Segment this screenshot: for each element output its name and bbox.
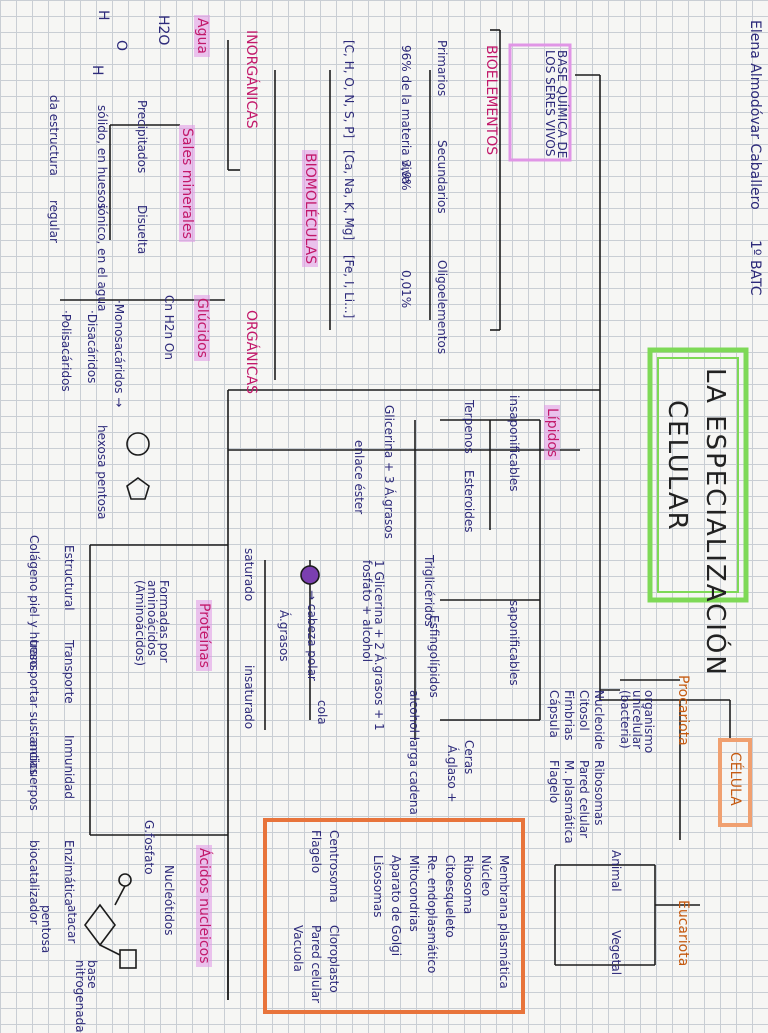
cola-label: cola bbox=[315, 700, 329, 725]
atacar-label: atacar bbox=[65, 905, 79, 944]
euc-reticulo: Re. endoplasmático bbox=[425, 855, 439, 974]
secundarios-label: Secundarios bbox=[435, 140, 449, 214]
oligoelementos-pct: 0,01% bbox=[399, 270, 413, 309]
animal-centrosoma: Centrosoma bbox=[327, 830, 341, 903]
atom-h1: H bbox=[95, 10, 111, 21]
procariota-label: Procariota bbox=[675, 675, 691, 746]
euc-citoesqueleto: Citoesqueleto bbox=[443, 855, 457, 938]
funcion-enzimatica: Enzimática bbox=[62, 840, 76, 906]
eucariota-label: Eucariota bbox=[675, 900, 691, 967]
esteroides-label: Esteroides bbox=[462, 470, 476, 533]
primarios-label: Primarios bbox=[435, 40, 449, 97]
saponificables-label: saponificables bbox=[507, 600, 521, 686]
proteinas-label: Proteínas bbox=[196, 600, 212, 671]
esfingolipidos-label: Esfingolípidos bbox=[427, 615, 441, 698]
glicerina-label: Glicerina + 3 Á.grasos bbox=[382, 405, 396, 539]
bioelementos-label: BIOELEMENTOS bbox=[483, 45, 499, 156]
oligoelementos-label: Oligoelementos bbox=[435, 260, 449, 355]
inorganicas-label: INORGÁNICAS bbox=[243, 30, 259, 129]
proc-item-citosol: Citosol bbox=[577, 690, 591, 731]
disacaridos-label: ·Disacáridos bbox=[85, 310, 99, 384]
agua-label: Agua bbox=[194, 15, 210, 57]
proc-item-capsula: Cápsula bbox=[547, 690, 561, 738]
atom-h2: H bbox=[89, 65, 105, 76]
base-quimica-label: BASE QUÍMICA DE LOS SERES VIVOS bbox=[543, 50, 569, 159]
polisacaridos-label: ·Polisacáridos bbox=[59, 310, 73, 392]
procariota-desc: organismo unicelular (bacteria) bbox=[618, 690, 656, 754]
secundarios-elements: [Ca, Na, K, Mg] bbox=[342, 150, 356, 241]
funcion-transporte: Transporte bbox=[62, 640, 76, 704]
page-title-line2: CELULAR bbox=[662, 400, 692, 532]
lipidos-label: Lípidos bbox=[544, 405, 560, 461]
euc-ribosoma: Ribosoma bbox=[461, 855, 475, 915]
insaturado-label: insaturado bbox=[242, 665, 256, 730]
proc-item-fimbrias: Fimbrias bbox=[562, 690, 576, 741]
saturado-label: saturado bbox=[242, 548, 256, 602]
insaponificables-label: insaponificables bbox=[507, 395, 521, 492]
vegetal-pared: Pared celular bbox=[309, 925, 323, 1004]
course-label: 1º BATC bbox=[747, 240, 763, 296]
enlace-ester-label: enlace éster bbox=[352, 440, 366, 515]
alcohol-label: alcohol larga cadena bbox=[407, 690, 421, 815]
terpenos-label: Terpenos bbox=[462, 400, 476, 454]
vegetal-cloroplasto: Cloroplasto bbox=[327, 925, 341, 993]
vegetal-vacuola: Vacuola bbox=[291, 925, 305, 972]
oligoelementos-elements: [Fe, I, Li...] bbox=[342, 255, 356, 319]
atom-o: O bbox=[113, 40, 129, 52]
pentosa-label: pentosa bbox=[39, 905, 53, 954]
author-name: Elena Almodóvar Caballero bbox=[747, 20, 763, 210]
biomoleculas-label: BIOMOLÉCULAS bbox=[302, 150, 318, 268]
proc-item-pared: Pared celular bbox=[577, 760, 591, 839]
agua-formula: H2O bbox=[155, 15, 171, 46]
ejemplo-anticuerpos: anticuerpos bbox=[27, 740, 41, 811]
acidos-grasos-label: Á.grasos bbox=[277, 610, 291, 662]
acidos-nucleicos-label: Ácidos nucleicos bbox=[196, 845, 212, 967]
organicas-label: ORGÁNICAS bbox=[243, 310, 259, 395]
proc-item-ribosomas: Ribosomas bbox=[592, 760, 606, 826]
celula-label: CÉLULA bbox=[727, 752, 743, 806]
euc-membrana: Membrana plasmática bbox=[497, 855, 511, 989]
proc-item-mplasmatica: M. plasmática bbox=[562, 760, 576, 844]
funcion-inmunidad: Inmunidad bbox=[62, 735, 76, 799]
ionico-label: iónico, en el agua bbox=[95, 205, 109, 312]
hexosa-pentosa-label: hexosa pentosa bbox=[95, 425, 109, 520]
secundarios-pct: 3,9% bbox=[399, 160, 413, 191]
sales-label: Sales minerales bbox=[179, 125, 195, 242]
cabeza-polar-label: → cabeza polar bbox=[305, 590, 319, 681]
grupo-fosfato-label: G.fosfato bbox=[142, 820, 156, 875]
proc-item-flagelo: Flagelo bbox=[547, 760, 561, 804]
funcion-estructural: Estructural bbox=[62, 545, 76, 611]
base-nitrogenada-label: base nitrogenada bbox=[73, 960, 99, 1033]
animal-flagelo: Flagelo bbox=[309, 830, 323, 874]
euc-nucleo: Núcleo bbox=[479, 855, 493, 897]
aminoacidos-label: Formadas por aminoácidos (Aminoácidos) bbox=[133, 580, 171, 667]
regular-label: regular bbox=[47, 200, 61, 243]
precipitados-label: Precipitados bbox=[135, 100, 149, 174]
animal-label: Animal bbox=[609, 850, 623, 892]
euc-mitocondrias: Mitocondrias bbox=[407, 855, 421, 932]
monosacaridos-label: ·Monosacáridos → bbox=[112, 300, 126, 408]
fosfolipidos-label: 1 Glicerina + 2 Á.grasos + 1 fosfato + a… bbox=[360, 560, 386, 731]
primarios-elements: [C, H, O, N, S, P] bbox=[342, 40, 356, 139]
euc-lisosomas: Lisosomas bbox=[371, 855, 385, 918]
glucidos-formula: Cn H2n On bbox=[162, 295, 176, 360]
proc-item-nucleoide: Nucleoide bbox=[592, 690, 606, 750]
nucleotidos-label: Nucleótidos bbox=[162, 865, 176, 936]
aglaso-label: Á.glaso + bbox=[445, 745, 459, 803]
page-title-line1: LA ESPECIALIZACIÓN bbox=[700, 368, 730, 677]
disuelta-label: Disuelta bbox=[135, 205, 149, 255]
ceras-label: Ceras bbox=[462, 740, 476, 775]
euc-golgi: Aparato de Golgi bbox=[389, 855, 403, 957]
vegetal-label: Vegetal bbox=[609, 930, 623, 976]
glucidos-label: Glúcidos bbox=[194, 295, 210, 361]
estructura-label: da estructura bbox=[47, 95, 61, 176]
solido-label: sólido, en huesos bbox=[95, 105, 109, 210]
